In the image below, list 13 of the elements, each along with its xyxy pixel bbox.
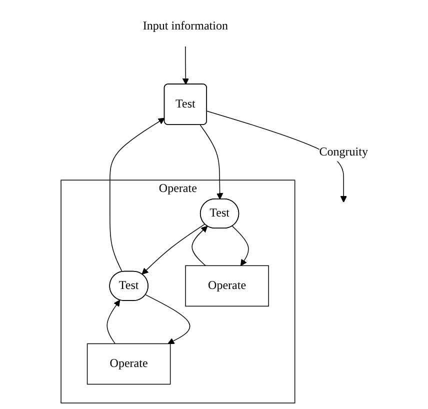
node-box: Operate	[184, 265, 268, 307]
arrow	[191, 226, 208, 266]
arrow	[109, 118, 164, 272]
arrow	[232, 226, 248, 266]
node-box: Operate	[86, 343, 170, 385]
arrow	[199, 124, 223, 200]
arrow	[141, 224, 205, 275]
arrow	[206, 110, 346, 203]
arrow	[144, 294, 190, 344]
node-text: Input information	[142, 20, 228, 32]
edge-label: Congruity	[318, 146, 368, 158]
arrow	[182, 46, 188, 85]
arrow	[106, 300, 120, 344]
